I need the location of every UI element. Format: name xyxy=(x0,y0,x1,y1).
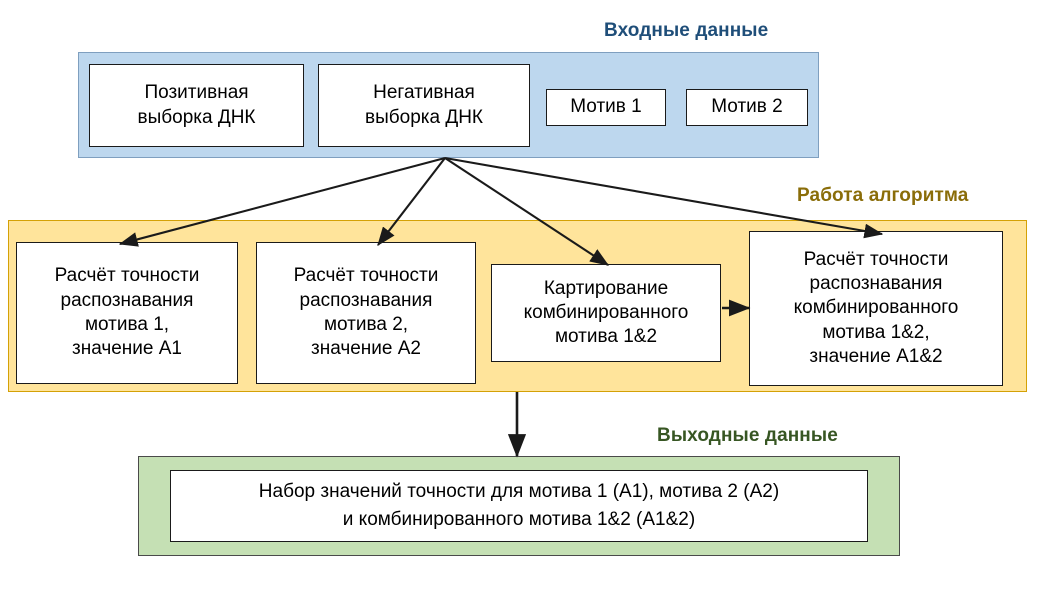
node-result-accuracy-set-label: Набор значений точности для мотива 1 (А1… xyxy=(258,481,780,530)
node-motif-2-label: Мотив 2 xyxy=(711,96,783,118)
algorithm-section-title: Работа алгоритма xyxy=(797,185,969,206)
node-motif-1[interactable]: Мотив 1 xyxy=(546,89,666,126)
input-section-title: Входные данные xyxy=(604,20,769,41)
node-motif-1-label: Мотив 1 xyxy=(570,96,642,118)
output-section-title: Выходные данные xyxy=(657,425,838,446)
node-result-accuracy-set[interactable]: Набор значений точности для мотива 1 (А1… xyxy=(170,470,868,542)
node-motif-2[interactable]: Мотив 2 xyxy=(686,89,808,126)
